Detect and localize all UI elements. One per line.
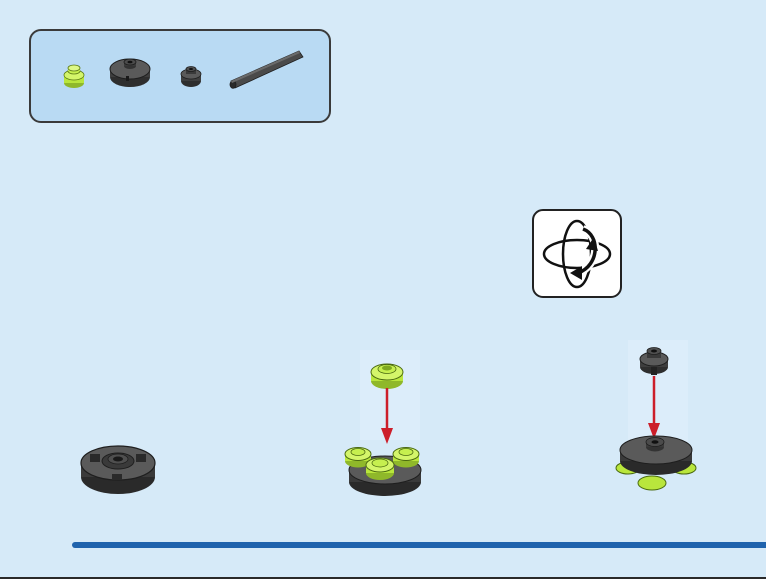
lime-plate-right [393, 448, 419, 468]
lime-round-plate-falling [371, 364, 403, 389]
highlight-glow [360, 350, 420, 440]
page-bottom-rule [72, 542, 766, 548]
step-add-lime-plates [345, 350, 421, 496]
step-base-piece [81, 446, 155, 494]
lime-plate-front [366, 458, 394, 480]
step-add-top-pin [616, 340, 696, 490]
